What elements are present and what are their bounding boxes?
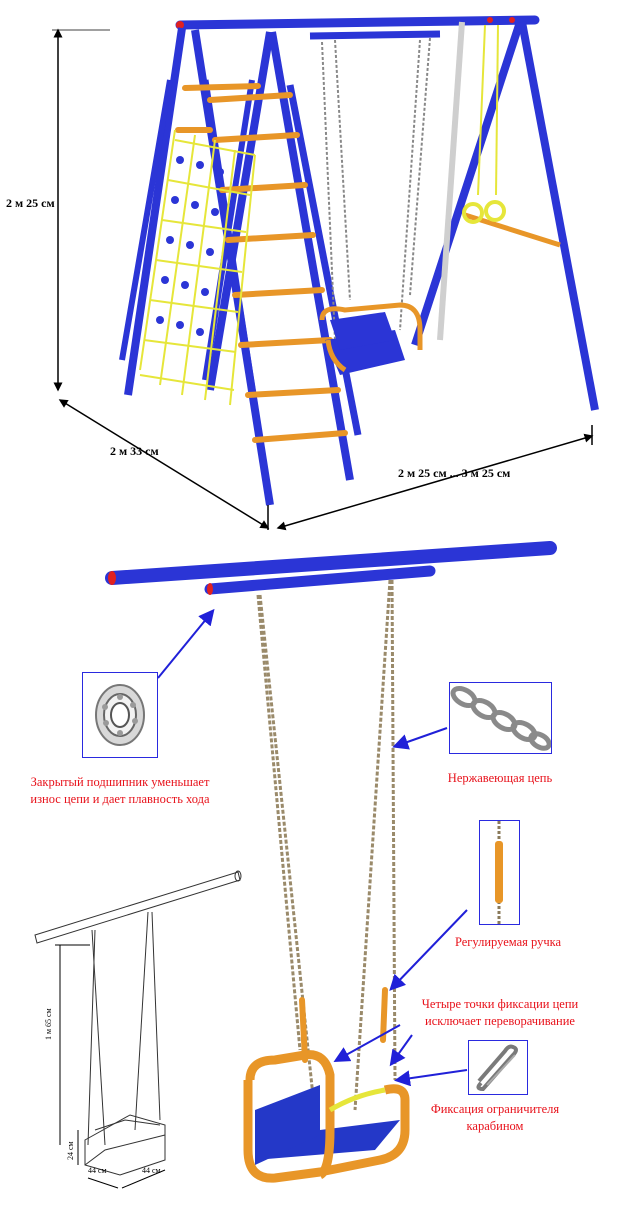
height-dimension-label: 2 м 25 см	[6, 196, 55, 210]
carabiner-inset	[468, 1040, 528, 1095]
handle-inset	[479, 820, 520, 925]
bearing-note: Закрытый подшипник уменьшает износ цепи …	[30, 774, 210, 808]
swing-detail-drawing	[105, 541, 557, 1183]
playset-drawing	[52, 15, 599, 531]
carabiner-note: Фиксация ограничителя карабином	[415, 1101, 575, 1135]
chain-inset	[449, 682, 552, 754]
chain-icon	[450, 685, 552, 751]
swing-height-label: 1 м 65 см	[44, 1008, 53, 1040]
chain-fixation-line1: Четыре точки фиксации цепи	[421, 997, 579, 1011]
seat-depth-label: 44 см	[88, 1166, 107, 1175]
seat-height-label: 24 см	[66, 1141, 75, 1160]
bearing-icon	[95, 684, 145, 746]
chain-fixation-line2: исключает переворачивание	[425, 1014, 575, 1028]
depth-dimension-label: 2 м 33 см	[110, 444, 159, 458]
chain-note: Нержавеющая цепь	[447, 771, 553, 785]
carabiner-icon	[476, 1044, 518, 1092]
handle-note: Регулируемая ручка	[454, 935, 562, 949]
width-dimension-label: 2 м 25 см ... 3 м 25 см	[398, 466, 511, 480]
carabiner-note-line1: Фиксация ограничителя	[430, 1102, 560, 1116]
seat-width-label: 44 см	[142, 1166, 161, 1175]
chain-fixation-note: Четыре точки фиксации цепи исключает пер…	[410, 996, 590, 1030]
swing-wireframe-drawing	[34, 870, 242, 1189]
bearing-inset	[82, 672, 158, 758]
carabiner-note-line2: карабином	[466, 1119, 524, 1133]
bearing-note-line1: Закрытый подшипник уменьшает	[30, 775, 210, 789]
bearing-note-line2: износ цепи и дает плавность хода	[30, 792, 210, 806]
handle-icon	[495, 821, 503, 924]
